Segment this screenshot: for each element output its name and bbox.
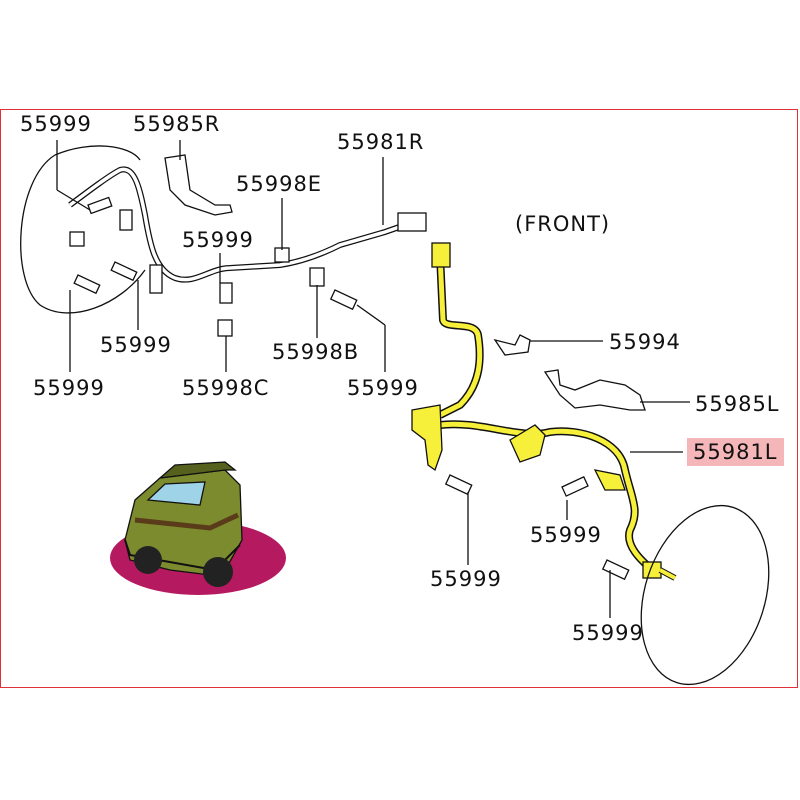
vehicle-illustration <box>110 461 286 595</box>
right-wheel-hub-outline <box>20 145 146 314</box>
part-label-55999[interactable]: 55999 <box>182 228 254 252</box>
part-label-55985l[interactable]: 55985L <box>695 392 780 416</box>
fasteners-left <box>73 196 358 337</box>
part-label-55981r[interactable]: 55981R <box>337 130 425 154</box>
left-wheel-hub-outline <box>640 504 770 686</box>
clip-bracket <box>593 469 626 491</box>
part-label-55999[interactable]: 55999 <box>33 376 105 400</box>
part-label-55999[interactable]: 55999 <box>530 523 602 547</box>
part-label-55999[interactable]: 55999 <box>430 567 502 591</box>
bracket-55985l <box>543 369 646 411</box>
harness-55981r <box>68 166 427 294</box>
part-label-55999[interactable]: 55999 <box>572 621 644 645</box>
part-label-55999[interactable]: 55999 <box>100 333 172 357</box>
part-label-55994[interactable]: 55994 <box>609 330 681 354</box>
bracket-55985r <box>164 154 233 216</box>
part-label-55999[interactable]: 55999 <box>20 112 92 136</box>
front-direction-label: (FRONT) <box>515 212 611 236</box>
harness-55981l <box>411 242 677 581</box>
fasteners-right <box>444 474 630 581</box>
part-label-55985r[interactable]: 55985R <box>133 112 221 136</box>
diagram-frame <box>0 109 798 688</box>
part-label-55998e[interactable]: 55998E <box>236 172 323 196</box>
leader-lines-left <box>56 140 386 372</box>
part-label-55999[interactable]: 55999 <box>347 376 419 400</box>
bracket-55994 <box>493 334 531 356</box>
part-label-55981l-highlighted[interactable]: 55981L <box>687 438 784 466</box>
part-label-55998c[interactable]: 55998C <box>182 376 270 400</box>
part-label-55998b[interactable]: 55998B <box>272 340 360 364</box>
leader-lines-right <box>467 340 690 618</box>
